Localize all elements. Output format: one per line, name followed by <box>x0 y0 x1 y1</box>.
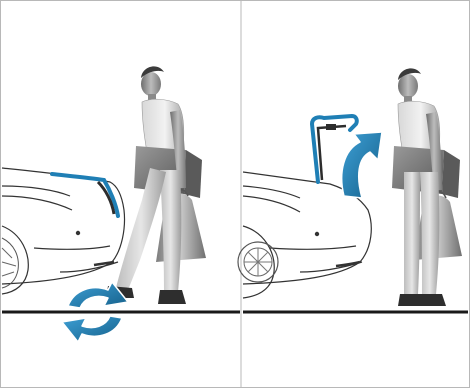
illustration-canvas <box>0 0 470 388</box>
illustration-figure <box>0 0 470 388</box>
